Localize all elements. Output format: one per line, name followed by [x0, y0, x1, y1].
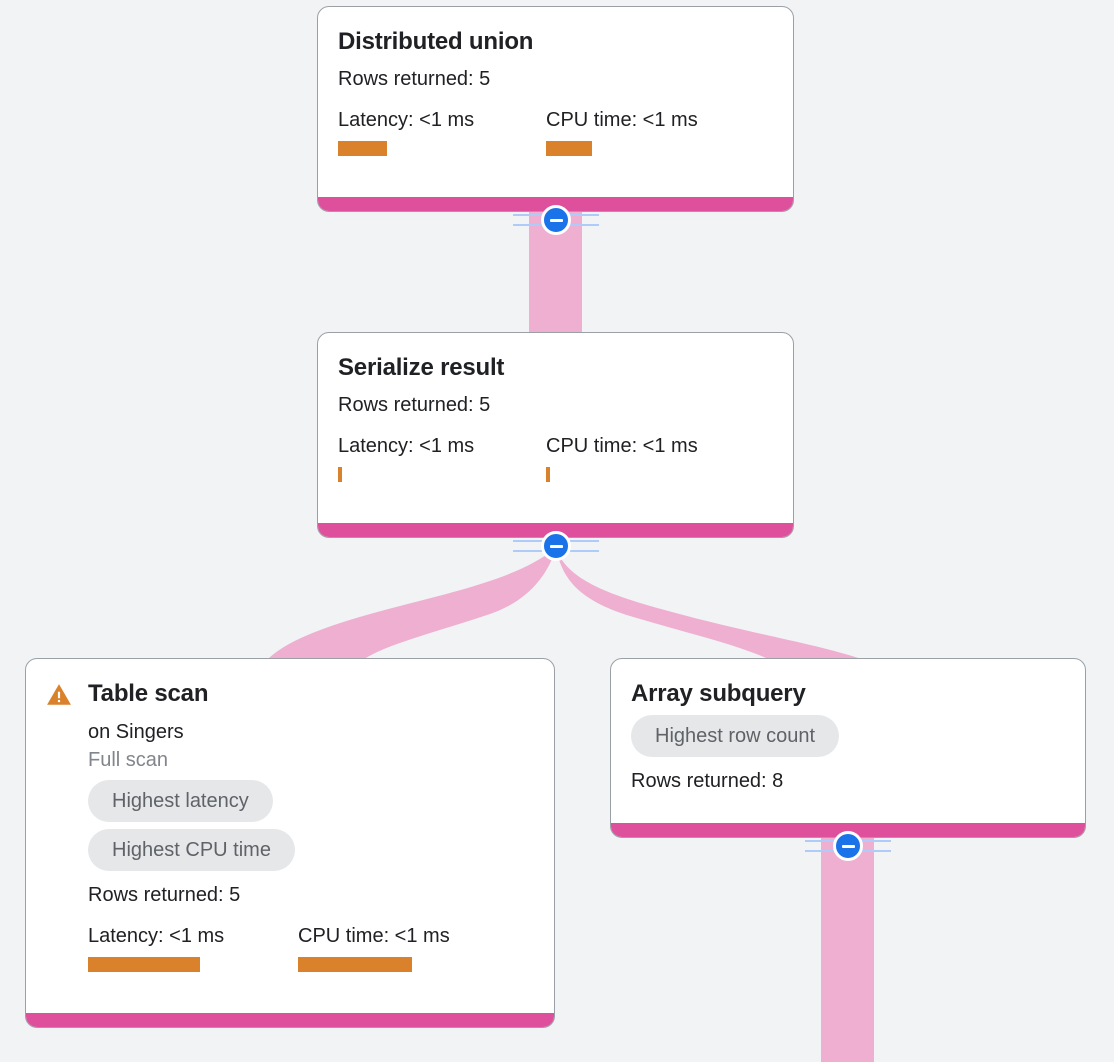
metric-latency: Latency: <1 ms	[338, 434, 546, 482]
node-metrics: Latency: <1 ms CPU time: <1 ms	[338, 108, 773, 156]
badge-highest-latency: Highest latency	[88, 779, 273, 822]
node-badges: Highest row count	[631, 714, 1065, 757]
metric-latency-label: Latency: <1 ms	[338, 434, 475, 457]
collapse-toggle-distributed-union[interactable]	[513, 205, 599, 235]
node-heading-block: Table scan on Singers Full scan Highest …	[88, 681, 450, 972]
badge-highest-row-count: Highest row count	[631, 714, 840, 757]
rows-returned: Rows returned: 5	[338, 393, 491, 416]
metric-cpu-time-bar	[546, 140, 592, 156]
node-title-row: Serialize result	[338, 355, 773, 381]
edge-array-subquery-to-below	[821, 838, 874, 1062]
metric-cpu-time: CPU time: <1 ms	[546, 108, 698, 156]
rows-returned: Rows returned: 8	[631, 769, 784, 792]
badge-highest-cpu-time: Highest CPU time	[88, 828, 295, 871]
metric-cpu-time-bar	[298, 956, 412, 972]
node-body: Serialize result Rows returned: 5 Latenc…	[318, 333, 793, 523]
minus-circle-icon[interactable]	[541, 205, 571, 235]
rows-returned: Rows returned: 5	[88, 883, 241, 906]
metric-latency-label: Latency: <1 ms	[338, 108, 475, 131]
node-title-row: Distributed union	[338, 29, 773, 55]
metric-latency-bar	[338, 140, 387, 156]
metric-cpu-time-label: CPU time: <1 ms	[546, 108, 698, 131]
metric-cpu-time: CPU time: <1 ms	[298, 924, 450, 972]
plan-node-array-subquery[interactable]: Array subquery Highest row count Rows re…	[610, 658, 1086, 838]
node-title-row: Table scan on Singers Full scan Highest …	[46, 681, 534, 972]
metric-latency-label: Latency: <1 ms	[88, 924, 225, 947]
node-subtitle-muted: Full scan	[88, 748, 169, 771]
node-footer-bar	[611, 823, 1085, 837]
metric-latency: Latency: <1 ms	[88, 924, 298, 972]
metric-cpu-time-label: CPU time: <1 ms	[546, 434, 698, 457]
node-title: Distributed union	[338, 28, 534, 55]
metric-cpu-time: CPU time: <1 ms	[546, 434, 698, 482]
node-body: Distributed union Rows returned: 5 Laten…	[318, 7, 793, 197]
metric-latency-bar	[88, 956, 200, 972]
edge-serialize-result-to-table-scan	[265, 548, 556, 662]
node-body: Table scan on Singers Full scan Highest …	[26, 659, 554, 1013]
node-metrics: Latency: <1 ms CPU time: <1 ms	[338, 434, 773, 482]
minus-circle-icon[interactable]	[833, 831, 863, 861]
node-metrics: Latency: <1 ms CPU time: <1 ms	[88, 924, 450, 972]
metric-latency: Latency: <1 ms	[338, 108, 546, 156]
node-footer-bar	[318, 197, 793, 211]
plan-node-serialize-result[interactable]: Serialize result Rows returned: 5 Latenc…	[317, 332, 794, 538]
node-body: Array subquery Highest row count Rows re…	[611, 659, 1085, 823]
node-badges: Highest latency Highest CPU time	[88, 779, 450, 871]
rows-returned: Rows returned: 5	[338, 67, 491, 90]
plan-node-table-scan[interactable]: Table scan on Singers Full scan Highest …	[25, 658, 555, 1028]
node-title: Serialize result	[338, 354, 505, 381]
metric-latency-bar	[338, 466, 342, 482]
node-subtitle: on Singers	[88, 720, 184, 743]
node-footer-bar	[26, 1013, 554, 1027]
collapse-toggle-serialize-result[interactable]	[513, 531, 599, 561]
node-title-row: Array subquery	[631, 681, 1065, 707]
node-title: Array subquery	[631, 680, 806, 707]
collapse-toggle-array-subquery[interactable]	[805, 831, 891, 861]
metric-cpu-time-label: CPU time: <1 ms	[298, 924, 450, 947]
edge-serialize-result-to-array-subquery	[556, 548, 870, 662]
warning-icon	[47, 684, 71, 705]
metric-cpu-time-bar	[546, 466, 550, 482]
minus-circle-icon[interactable]	[541, 531, 571, 561]
plan-node-distributed-union[interactable]: Distributed union Rows returned: 5 Laten…	[317, 6, 794, 212]
node-footer-bar	[318, 523, 793, 537]
node-title: Table scan	[88, 680, 209, 707]
